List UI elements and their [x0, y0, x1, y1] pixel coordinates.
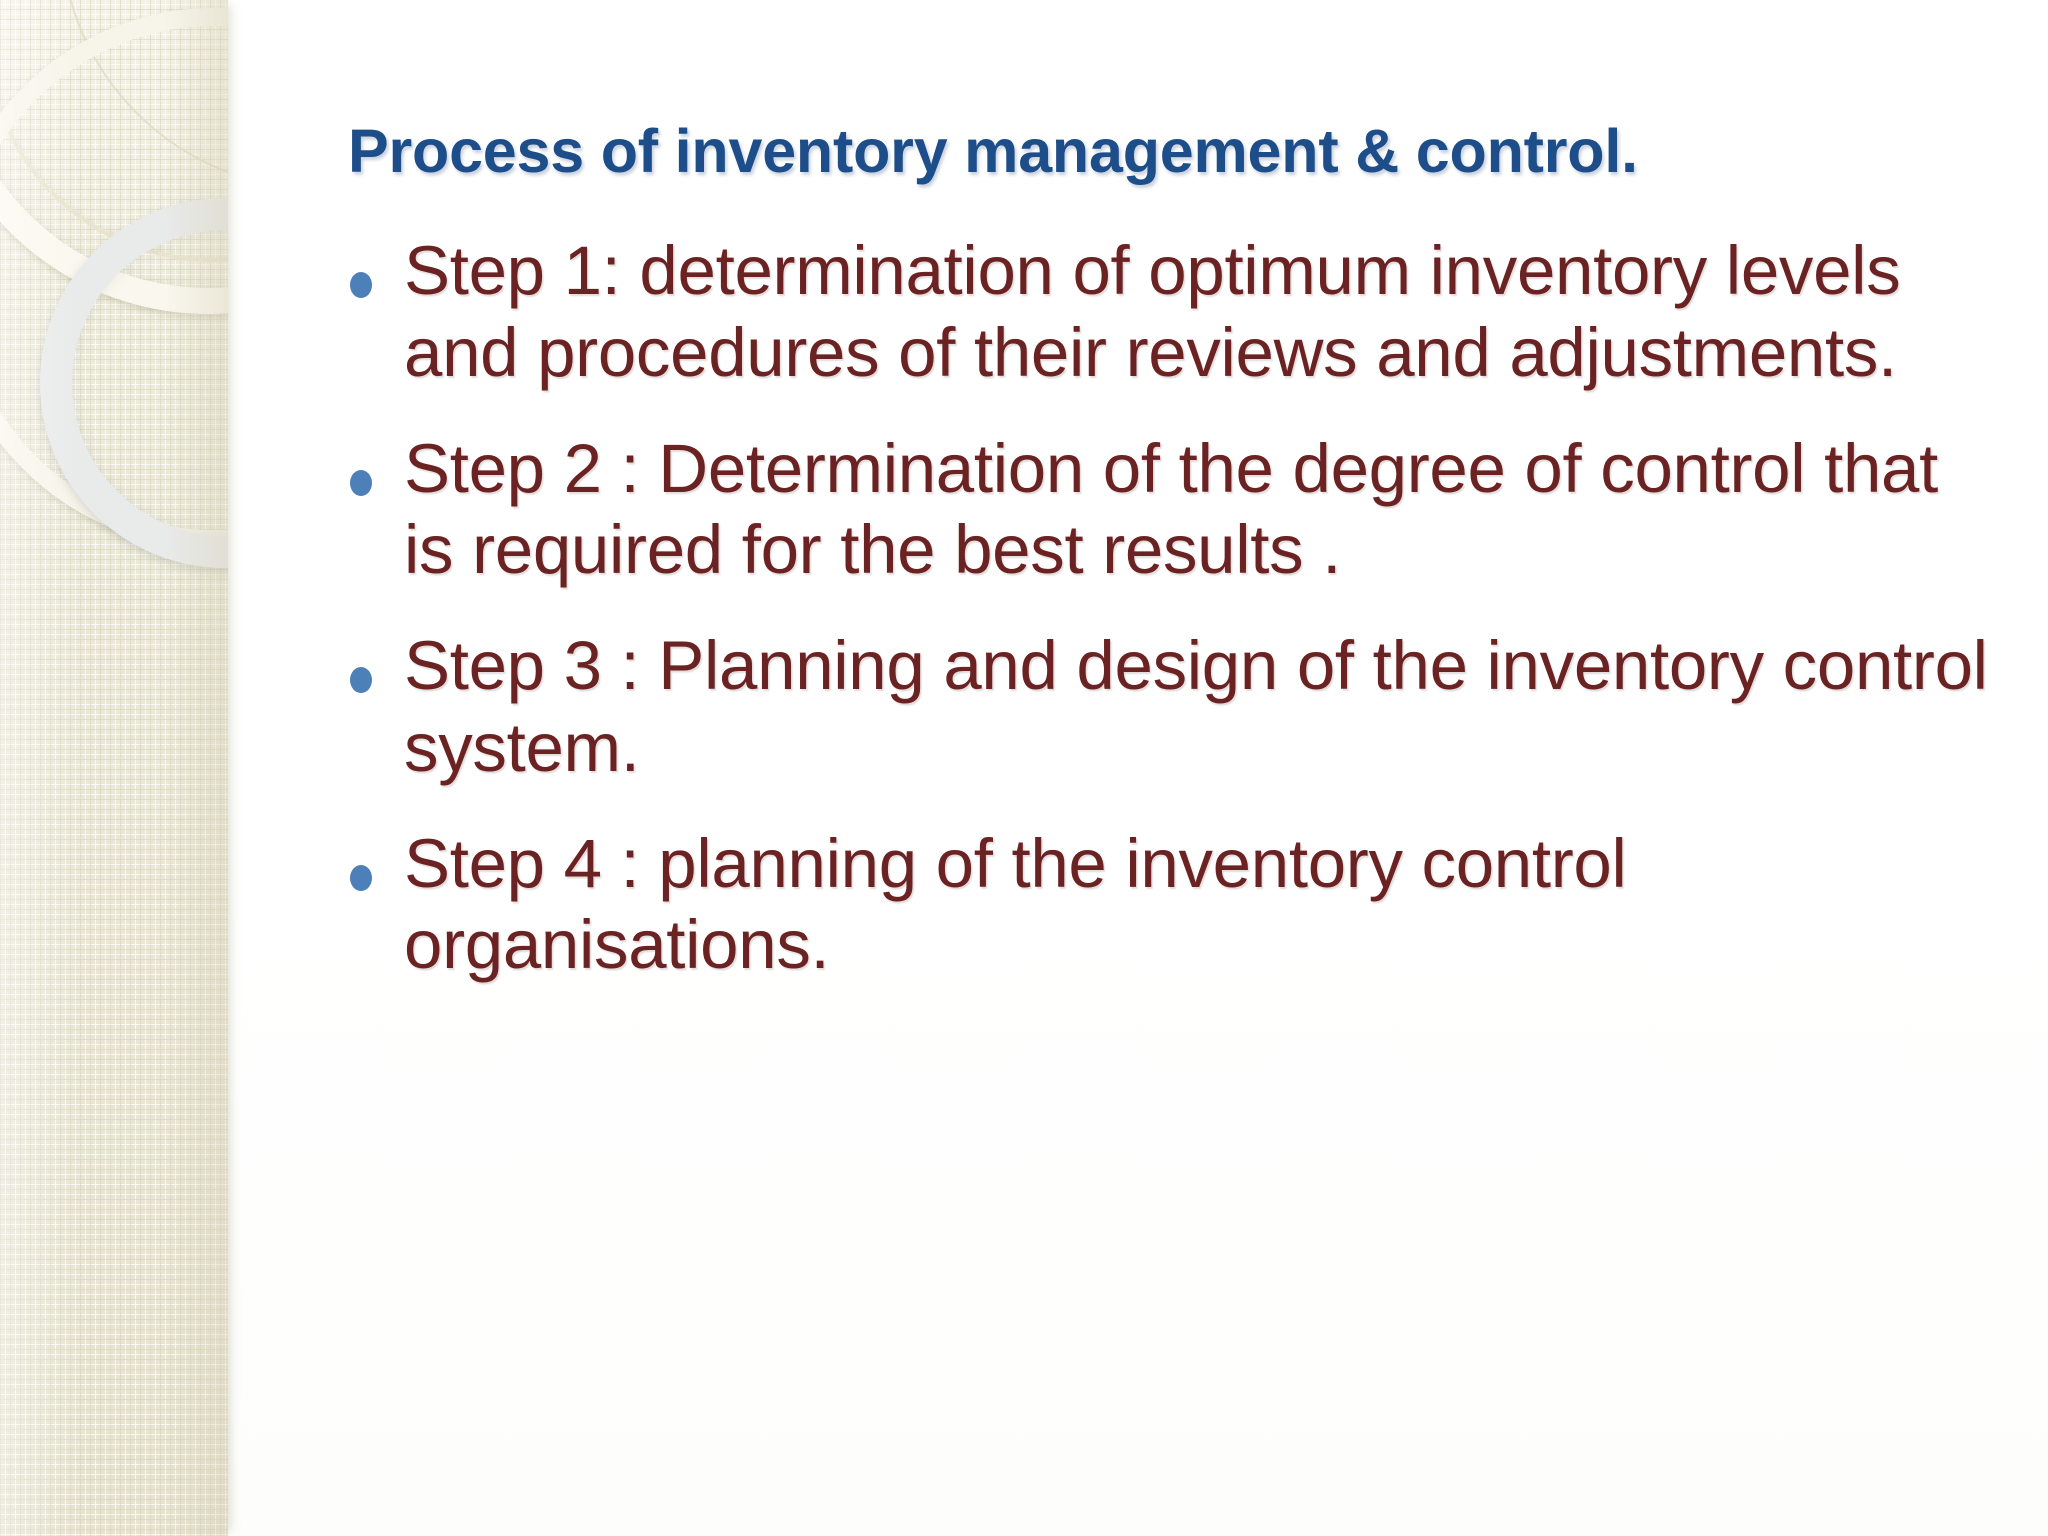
bullet-dot-icon	[350, 469, 372, 496]
bullet-text-step-4: Step 4 : planning of the inventory contr…	[404, 824, 1627, 984]
bullet-item-step-3: Step 3 : Planning and design of the inve…	[332, 625, 1992, 789]
bullet-dot-icon	[350, 667, 372, 693]
bullet-text-step-1: Step 1: determination of optimum invento…	[404, 232, 1901, 391]
bullet-list: Step 1: determination of optimum invento…	[332, 230, 1992, 986]
bullet-item-step-1: Step 1: determination of optimum invento…	[332, 230, 1992, 394]
bullet-dot-icon	[350, 272, 372, 298]
bullet-item-step-2: Step 2 : Determination of the degree of …	[332, 428, 1992, 592]
bullet-dot-icon	[350, 864, 372, 891]
decorative-sidebar-panel	[0, 0, 228, 1536]
slide-title: Process of inventory management & contro…	[348, 116, 1638, 185]
bullet-item-step-4: Step 4 : planning of the inventory contr…	[332, 823, 1992, 987]
bullet-text-step-3: Step 3 : Planning and design of the inve…	[404, 627, 1988, 786]
bullet-text-step-2: Step 2 : Determination of the degree of …	[404, 429, 1939, 589]
slide-content-area: Process of inventory management & contro…	[228, 0, 2048, 1536]
